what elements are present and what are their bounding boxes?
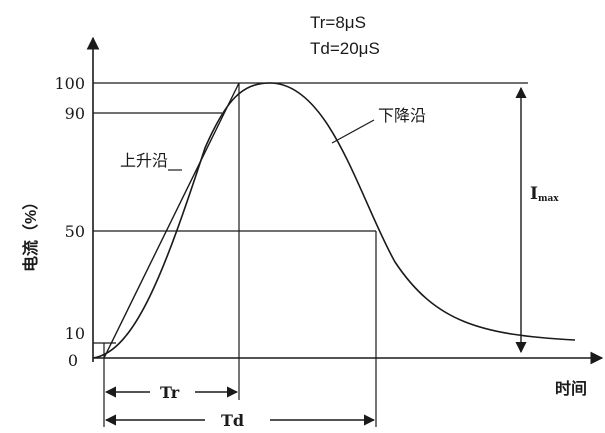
falling-edge-pointer: [331, 119, 375, 144]
waveform-curve: [92, 82, 576, 359]
y-tick-50: 50: [65, 222, 85, 241]
tr-interval-label: Tr: [160, 383, 180, 402]
imax-subscript: max: [538, 194, 559, 204]
rising-front-line: [103, 82, 240, 359]
imax-label: Imax: [530, 184, 559, 204]
rising-edge-label: 上升沿: [120, 151, 168, 170]
y-tick-10: 10: [65, 324, 85, 343]
param-td: Td=20μS: [310, 39, 380, 58]
falling-edge-label: 下降沿: [378, 106, 426, 125]
y-tick-100: 100: [54, 74, 85, 93]
imax-main: I: [530, 184, 538, 204]
y-tick-90: 90: [65, 104, 85, 123]
y-axis-label: 电流（%）: [21, 194, 40, 272]
x-axis-label: 时间: [555, 379, 587, 398]
td-interval-label: Td: [221, 411, 244, 430]
param-tr: Tr=8μS: [310, 13, 366, 32]
y-tick-0: 0: [68, 351, 78, 370]
